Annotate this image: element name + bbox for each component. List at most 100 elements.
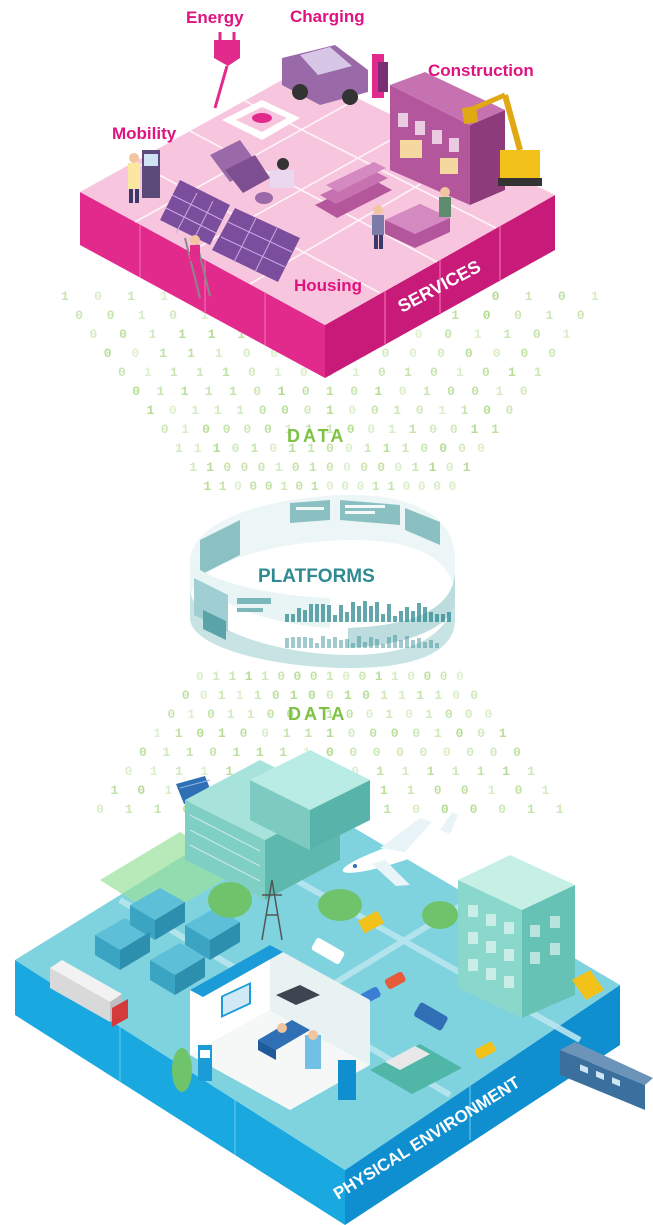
binary-digit: 1: [393, 403, 401, 418]
binary-digit: 0: [241, 460, 249, 475]
car-icon: [311, 938, 496, 1059]
binary-digit: 1: [278, 384, 286, 399]
binary-digit: 1: [383, 441, 391, 456]
binary-digit: 0: [200, 688, 208, 703]
binary-digit: 0: [498, 802, 506, 817]
binary-digit: 0: [270, 346, 278, 361]
binary-digit: 1: [214, 403, 222, 418]
binary-digit: 0: [248, 365, 256, 380]
binary-digit: 1: [274, 365, 282, 380]
binary-digit: 0: [441, 802, 449, 817]
binary-digit: 0: [396, 745, 404, 760]
platform-bar-charts: [285, 601, 451, 648]
binary-digit: 1: [196, 365, 204, 380]
binary-digit: 0: [308, 688, 316, 703]
binary-digit: 0: [267, 707, 275, 722]
binary-digit: 0: [306, 707, 314, 722]
binary-digit: 0: [259, 403, 267, 418]
binary-digit: 1: [374, 384, 382, 399]
binary-digit: 0: [202, 422, 210, 437]
binary-digit: 0: [348, 726, 356, 741]
mobility-label: Mobility: [112, 124, 177, 143]
platform-bar: [327, 639, 331, 648]
binary-digit: 1: [398, 688, 406, 703]
platform-bar: [339, 640, 343, 648]
power-pylon-icon: [261, 879, 283, 941]
binary-digit: 1: [160, 289, 168, 304]
binary-digit: 1: [376, 764, 384, 779]
binary-digit: 0: [341, 479, 349, 494]
services-layer: Energy Charging Construction Mobility Ho…: [80, 7, 555, 378]
binary-digit: 0: [347, 422, 355, 437]
binary-digit: 1: [178, 327, 186, 342]
binary-digit: 0: [249, 479, 257, 494]
binary-digit: 0: [377, 460, 385, 475]
binary-digit: 0: [450, 422, 458, 437]
charging-station-icon: [372, 54, 388, 98]
binary-digit: 1: [285, 422, 293, 437]
binary-digit: 1: [556, 802, 564, 817]
binary-digit: 1: [213, 441, 221, 456]
binary-digit: 0: [302, 384, 310, 399]
binary-digit: 1: [434, 688, 442, 703]
binary-digit: 1: [463, 460, 471, 475]
platform-bar: [393, 616, 397, 622]
binary-digit: 0: [449, 479, 457, 494]
platform-bar: [417, 603, 421, 622]
binary-digit: 1: [326, 707, 334, 722]
platform-bar: [321, 604, 325, 622]
binary-digit: 1: [247, 707, 255, 722]
platform-bar: [315, 643, 319, 648]
binary-digit: 0: [492, 289, 500, 304]
binary-digit: 0: [350, 384, 358, 399]
platform-bar: [369, 637, 373, 648]
binary-digit: 0: [265, 479, 273, 494]
binary-digit: 0: [240, 726, 248, 741]
binary-digit: 0: [243, 346, 251, 361]
binary-digit: 0: [281, 403, 289, 418]
binary-digit: 1: [162, 745, 170, 760]
platform-bar: [417, 638, 421, 648]
binary-digit: 0: [107, 308, 115, 323]
platform-bar: [303, 610, 307, 622]
binary-digit: 0: [444, 327, 452, 342]
binary-digit: 1: [175, 441, 183, 456]
seated-person: [255, 158, 294, 204]
houses: [95, 888, 240, 995]
binary-digit: 1: [236, 688, 244, 703]
binary-digit: 0: [440, 669, 448, 684]
platform-bar: [399, 640, 403, 648]
binary-digit: 1: [402, 441, 410, 456]
binary-digit: 1: [425, 707, 433, 722]
binary-digit: 0: [407, 669, 415, 684]
binary-digit: 0: [437, 346, 445, 361]
binary-digit: 1: [170, 365, 178, 380]
binary-digit: 1: [311, 479, 319, 494]
platform-bar: [327, 605, 331, 622]
platform-ring-icon: PLATFORMS: [190, 495, 455, 668]
binary-digit: 1: [204, 479, 212, 494]
binary-digit: 0: [360, 460, 368, 475]
binary-digit: 0: [348, 403, 356, 418]
binary-digit: 0: [515, 783, 523, 798]
binary-digit: 0: [345, 441, 353, 456]
binary-digit: 1: [175, 764, 183, 779]
binary-digit: 0: [96, 802, 104, 817]
binary-digit: 1: [61, 289, 69, 304]
binary-digit: 1: [326, 422, 334, 437]
binary-digit: 0: [351, 764, 359, 779]
binary-digit: 0: [118, 365, 126, 380]
platform-bar: [435, 614, 439, 622]
drone-pad: [222, 100, 300, 140]
binary-digit: 0: [253, 384, 261, 399]
solar-panel-icon: [160, 180, 300, 299]
binary-digit: 0: [382, 346, 390, 361]
binary-digit: 0: [461, 783, 469, 798]
binary-digit: 1: [326, 403, 334, 418]
binary-digit: 1: [181, 422, 189, 437]
platform-bar: [423, 607, 427, 622]
binary-digit: 0: [139, 745, 147, 760]
binary-digit: 1: [412, 460, 420, 475]
binary-digit: 0: [378, 365, 386, 380]
binary-digit: 0: [286, 707, 294, 722]
